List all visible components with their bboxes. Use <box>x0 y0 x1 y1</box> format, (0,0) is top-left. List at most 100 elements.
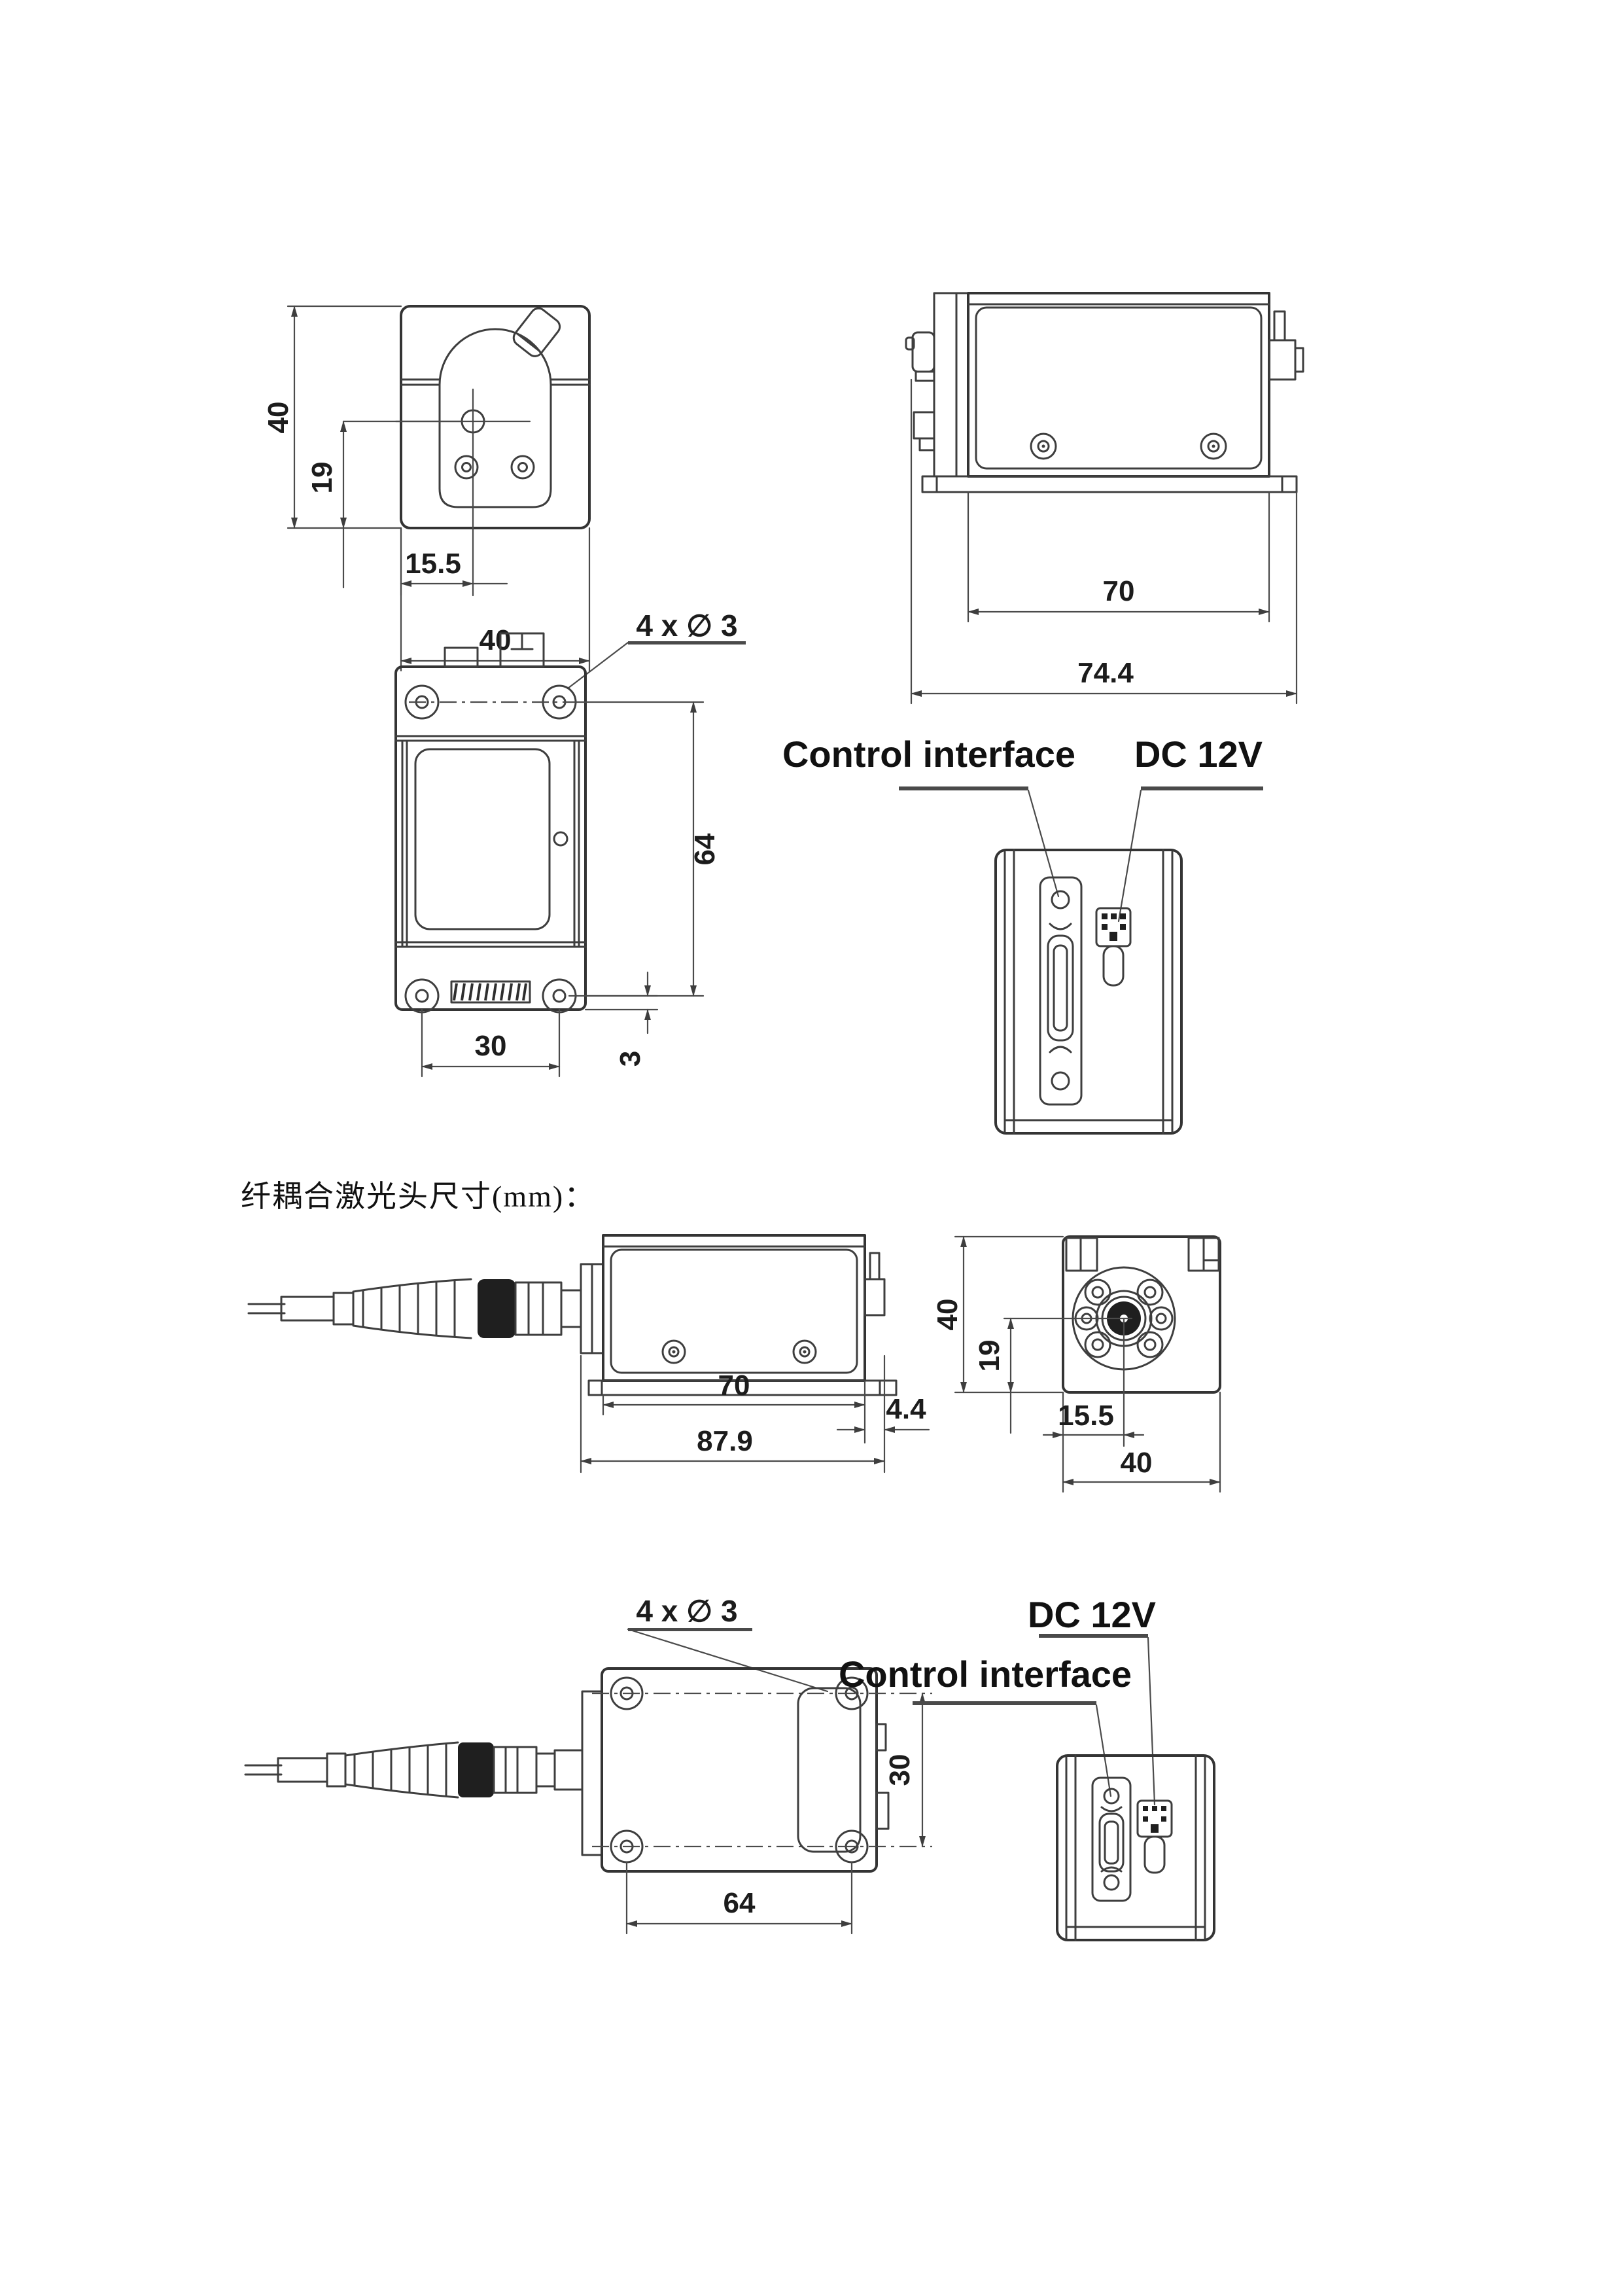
dim-width: 40 <box>1121 1447 1153 1479</box>
dim-height: 40 <box>262 402 294 434</box>
label-panel <box>414 748 551 930</box>
hole-callout: 4 x ∅ 3 <box>567 609 746 690</box>
rear-pin <box>1273 310 1286 342</box>
dc12v-label: DC 12V <box>1028 1594 1156 1806</box>
flange-hole <box>1084 1279 1111 1306</box>
db-connector <box>1039 876 1083 1106</box>
fc-connector <box>493 1746 584 1794</box>
control-interface-text: Control interface <box>839 1653 1132 1695</box>
control-underline <box>913 1701 1096 1705</box>
control-interface-text: Control interface <box>782 733 1075 775</box>
flange-hole <box>1136 1331 1164 1358</box>
rear-view-body <box>994 849 1183 1135</box>
dc12v-text: DC 12V <box>1134 733 1263 775</box>
dim-width: 40 <box>480 624 512 656</box>
dc12v-text: DC 12V <box>1028 1594 1156 1635</box>
callout-underline <box>628 641 746 645</box>
dim-flange: 3 <box>614 1051 646 1067</box>
dome-arch <box>438 328 552 386</box>
dc12v-label: DC 12V <box>1117 733 1263 923</box>
rear-view-body <box>1056 1754 1215 1941</box>
hole-callout: 4 x ∅ 3 <box>627 1594 829 1693</box>
dim-width: 30 <box>884 1754 916 1786</box>
connector-tab <box>499 632 545 668</box>
power-connector <box>1136 1799 1173 1874</box>
fc-flange <box>581 1690 603 1856</box>
fiber-front-body <box>1003 1235 1221 1447</box>
strain-relief-boot <box>344 1741 459 1799</box>
top-view-body <box>394 632 587 1014</box>
dim-hole-offset: 15.5 <box>1058 1400 1114 1432</box>
screw <box>1200 433 1227 460</box>
mounting-hole <box>454 455 479 480</box>
aperture-knob <box>911 331 935 373</box>
label-panel <box>797 1687 862 1853</box>
dim-hole-height: 19 <box>973 1340 1005 1372</box>
callout-text: 4 x ∅ 3 <box>636 609 737 643</box>
dim-length: 64 <box>689 833 721 865</box>
control-interface-label: Control interface <box>782 733 1075 898</box>
power-tab <box>1102 945 1125 987</box>
db-connector <box>1091 1776 1132 1902</box>
strain-relief-boot <box>352 1278 472 1339</box>
side-view-dimensions: 70 74.4 <box>910 378 1298 705</box>
base-plate <box>587 1379 898 1396</box>
corner-screw <box>404 978 440 1014</box>
side-bump <box>875 1723 887 1752</box>
dim-total-length: 74.4 <box>1077 657 1134 689</box>
fiber-side-dimensions: 70 4.4 87.9 <box>580 1354 930 1474</box>
free-space-side-view: 70 74.4 <box>905 292 1304 705</box>
free-space-front-view: 40 19 15.5 40 <box>262 305 591 672</box>
base-plate <box>921 475 1298 493</box>
fiber-side-body <box>587 1234 898 1396</box>
fiber-cable <box>247 1263 604 1354</box>
front-view-dimensions: 40 19 15.5 40 <box>262 305 591 672</box>
fiber-cable <box>244 1690 603 1856</box>
dim-connector: 4.4 <box>886 1393 926 1425</box>
dim-length: 64 <box>724 1887 756 1919</box>
fc-connector <box>514 1281 582 1336</box>
free-space-top-view: 4 x ∅ 3 <box>394 609 746 1078</box>
dim-height: 40 <box>932 1299 964 1331</box>
fiber-side-view: 70 4.4 87.9 <box>247 1234 930 1474</box>
fiber-rear-view: DC 12V Control interface <box>839 1594 1215 1941</box>
fiber-ferrule <box>277 1757 328 1783</box>
fiber-ferrule <box>280 1296 335 1322</box>
side-view-body <box>905 292 1304 493</box>
dc12v-underline <box>1141 786 1263 790</box>
mounting-hole <box>510 455 535 480</box>
dim-hole-height: 19 <box>306 462 338 494</box>
rear-connector <box>1268 339 1297 381</box>
flange-hole <box>1136 1279 1164 1306</box>
fiber-top-dimensions: 30 64 <box>625 1692 926 1935</box>
side-bump <box>875 1792 890 1830</box>
indicator-hole <box>553 831 568 847</box>
inner-panel <box>438 383 552 508</box>
screw <box>792 1339 817 1364</box>
top-tab <box>1187 1237 1220 1272</box>
fiber-top-body <box>592 1667 932 1873</box>
top-tab <box>1065 1237 1098 1272</box>
top-view-dimensions: 64 30 3 <box>421 701 721 1078</box>
fiber-front-view: 40 19 15.5 40 <box>932 1235 1221 1493</box>
dim-body-length: 70 <box>1103 575 1135 607</box>
connector-ring <box>458 1742 494 1797</box>
connector-ring <box>478 1279 515 1338</box>
vent-strip <box>450 980 531 1004</box>
power-connector <box>1095 907 1132 987</box>
callout-text: 4 x ∅ 3 <box>636 1594 737 1628</box>
screw <box>1030 433 1057 460</box>
power-tab <box>1143 1835 1166 1874</box>
small-tab <box>444 646 479 668</box>
dim-hole-offset: 15.5 <box>405 548 461 580</box>
callout-underline <box>628 1628 752 1631</box>
diagonal-knob <box>512 307 561 357</box>
dim-width: 30 <box>475 1030 507 1062</box>
dim-body-length: 70 <box>718 1369 750 1402</box>
fiber-top-view: 4 x ∅ 3 <box>244 1594 932 1935</box>
rear-connector <box>864 1278 886 1316</box>
screw <box>661 1339 686 1364</box>
flange-hole <box>1084 1331 1111 1358</box>
dc12v-underline <box>1039 1634 1148 1638</box>
